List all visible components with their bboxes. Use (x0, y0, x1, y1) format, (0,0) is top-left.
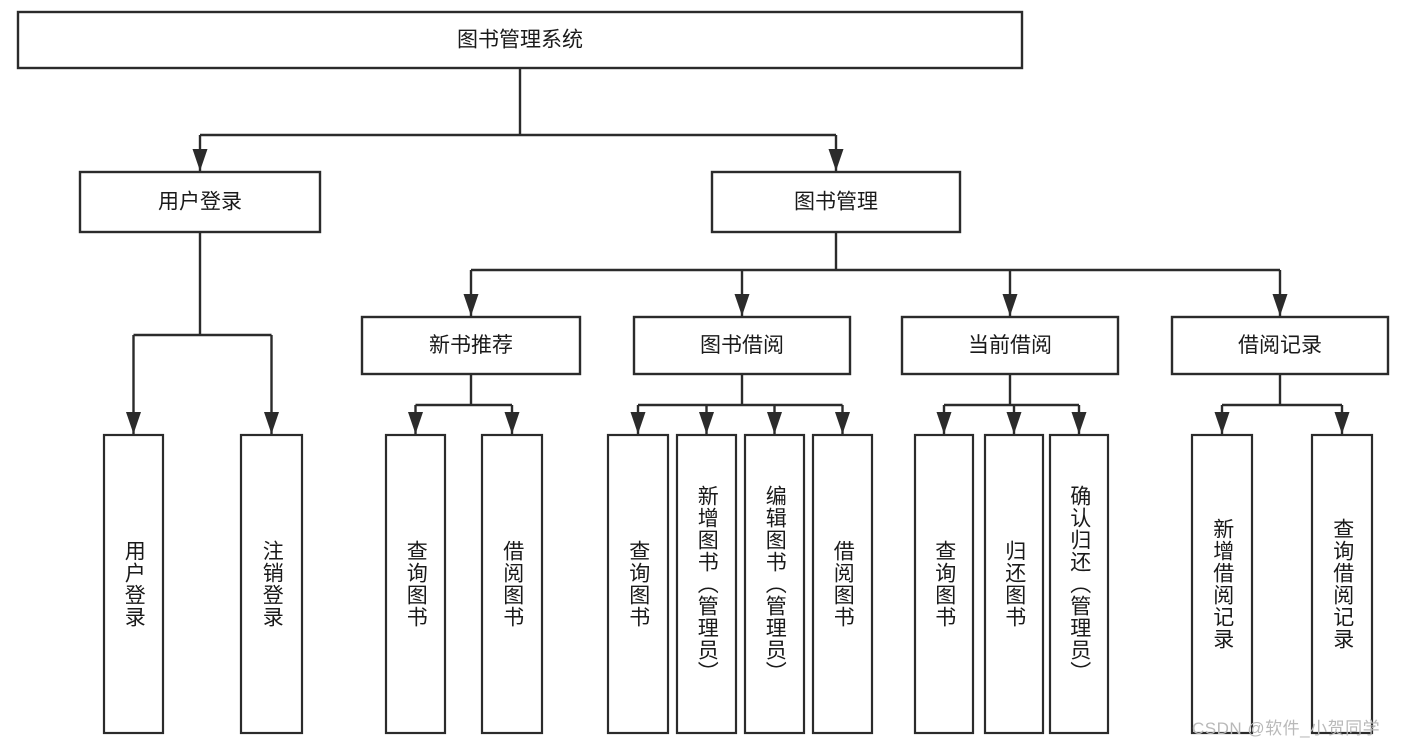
level3-node-box-0 (360, 315, 582, 376)
group-4-arrow-0 (1214, 412, 1230, 434)
group-2-arrow-3 (835, 412, 850, 434)
group-4-arrow-1 (1334, 412, 1350, 434)
leaf-node-box-6 (743, 433, 806, 735)
leaf-node-box-9 (983, 433, 1045, 735)
leaf-node-box-1 (239, 433, 304, 735)
root-node-box-0 (16, 10, 1024, 70)
group-3-arrow-1 (1006, 412, 1022, 434)
group-3-arrow-0 (936, 412, 952, 434)
level3-node-label-1: 图书借阅 (700, 334, 784, 357)
level3-node-label-0: 新书推荐 (429, 334, 513, 357)
level2-node-label-1: 图书管理 (794, 191, 878, 214)
book-mgmt-to-level3-arrow-2 (1002, 294, 1018, 316)
level2-node-box-0 (78, 170, 322, 234)
leaf-node-box-8 (913, 433, 975, 735)
group-2-arrow-0 (630, 412, 646, 434)
group-3-arrow-2 (1071, 412, 1087, 434)
book-mgmt-to-level3-arrow-3 (1272, 294, 1288, 316)
leaf-node-box-10 (1048, 433, 1110, 735)
group-0-arrow-0 (126, 412, 141, 434)
leaf-node-box-5 (675, 433, 738, 735)
leaf-node-box-3 (480, 433, 544, 735)
book-mgmt-to-level3-arrow-0 (463, 294, 479, 316)
leaf-node-box-7 (811, 433, 874, 735)
level3-node-box-3 (1170, 315, 1390, 376)
level3-node-label-2: 当前借阅 (968, 334, 1052, 357)
leaf-node-box-12 (1310, 433, 1374, 735)
root-to-level2-arrow-0 (192, 149, 208, 171)
group-1-arrow-1 (504, 412, 520, 434)
level3-node-label-3: 借阅记录 (1238, 334, 1322, 357)
root-node-label-0: 图书管理系统 (457, 29, 583, 52)
book-mgmt-to-level3-arrow-1 (734, 294, 750, 316)
leaf-node-box-11 (1190, 433, 1254, 735)
leaf-node-box-2 (384, 433, 447, 735)
boxes-layer (16, 10, 1390, 735)
root-to-level2-arrow-1 (828, 149, 844, 171)
level2-node-box-1 (710, 170, 962, 234)
group-0-arrow-1 (264, 412, 279, 434)
leaf-node-box-0 (102, 433, 165, 735)
level3-node-box-1 (632, 315, 852, 376)
group-2-arrow-2 (767, 412, 782, 434)
level2-node-label-0: 用户登录 (158, 191, 242, 214)
csdn-watermark: CSDN @软件_小贺同学 (1192, 719, 1381, 738)
group-1-arrow-0 (408, 412, 423, 434)
group-2-arrow-1 (699, 412, 714, 434)
level3-node-box-2 (900, 315, 1120, 376)
edges-layer (126, 68, 1350, 434)
leaf-node-box-4 (606, 433, 670, 735)
